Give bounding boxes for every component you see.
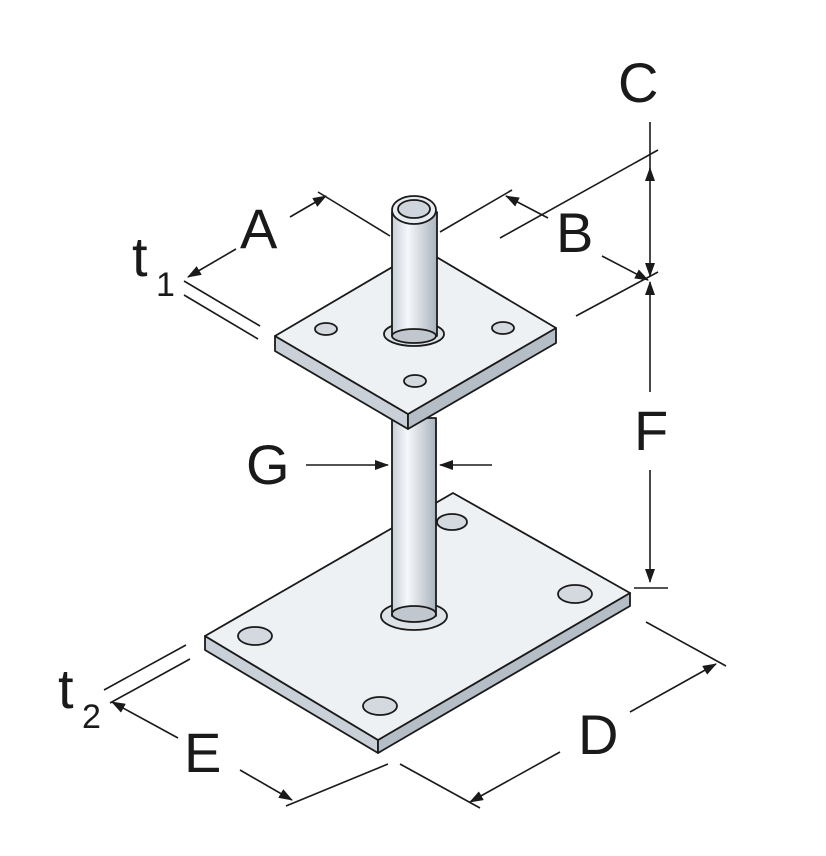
upper-pin-bottom <box>391 328 437 344</box>
upper-pin <box>391 195 438 344</box>
dim-b-extension <box>499 149 659 239</box>
dim-d-arrow <box>629 663 717 713</box>
dim-b-arrow <box>601 255 649 281</box>
top-plate-hole <box>403 374 427 388</box>
dim-d-arrow <box>469 751 561 803</box>
bottom-plate-hole <box>557 584 593 604</box>
dimension-lines <box>103 122 727 809</box>
dim-t2-extension <box>103 644 187 691</box>
dim-b-arrow <box>505 195 549 219</box>
bottom-plate-hole <box>362 696 398 716</box>
upper-pin-top-inner <box>397 199 431 219</box>
label-t1-subscript: 1 <box>156 266 175 304</box>
label-g: G <box>246 433 290 496</box>
dim-t1-extension <box>183 294 259 340</box>
bottom-plate-hole <box>237 626 273 646</box>
lower-tube-body <box>391 417 437 617</box>
dim-a-extension <box>317 191 391 237</box>
label-c: C <box>618 51 658 114</box>
label-t1: t <box>132 225 148 288</box>
dim-t1-extension <box>183 280 261 327</box>
dim-a-extension <box>439 189 513 233</box>
label-b: B <box>556 201 593 264</box>
lower-tube <box>391 417 437 623</box>
upper-pin-body <box>391 211 438 337</box>
bottom-plate-hole <box>436 513 468 531</box>
lower-tube-bottom <box>391 605 437 623</box>
dim-e-extension <box>285 763 389 807</box>
label-f: F <box>634 399 668 462</box>
label-t2-subscript: 2 <box>82 698 101 736</box>
dim-d-extension <box>645 621 727 667</box>
dim-a-arrow <box>187 248 237 278</box>
dim-t2-extension <box>109 658 191 704</box>
top-plate-hole <box>491 321 515 335</box>
label-d: D <box>578 703 618 766</box>
dim-e-arrow <box>111 701 179 739</box>
dim-a-arrow <box>289 195 327 218</box>
label-t2: t <box>58 657 74 720</box>
dim-d-extension <box>399 763 481 809</box>
dim-e-arrow <box>239 769 293 801</box>
label-a: A <box>240 197 278 260</box>
top-plate-hole <box>314 322 338 336</box>
dimension-labels: A t 1 B C F G D E t 2 <box>58 51 668 784</box>
label-e: E <box>184 721 221 784</box>
